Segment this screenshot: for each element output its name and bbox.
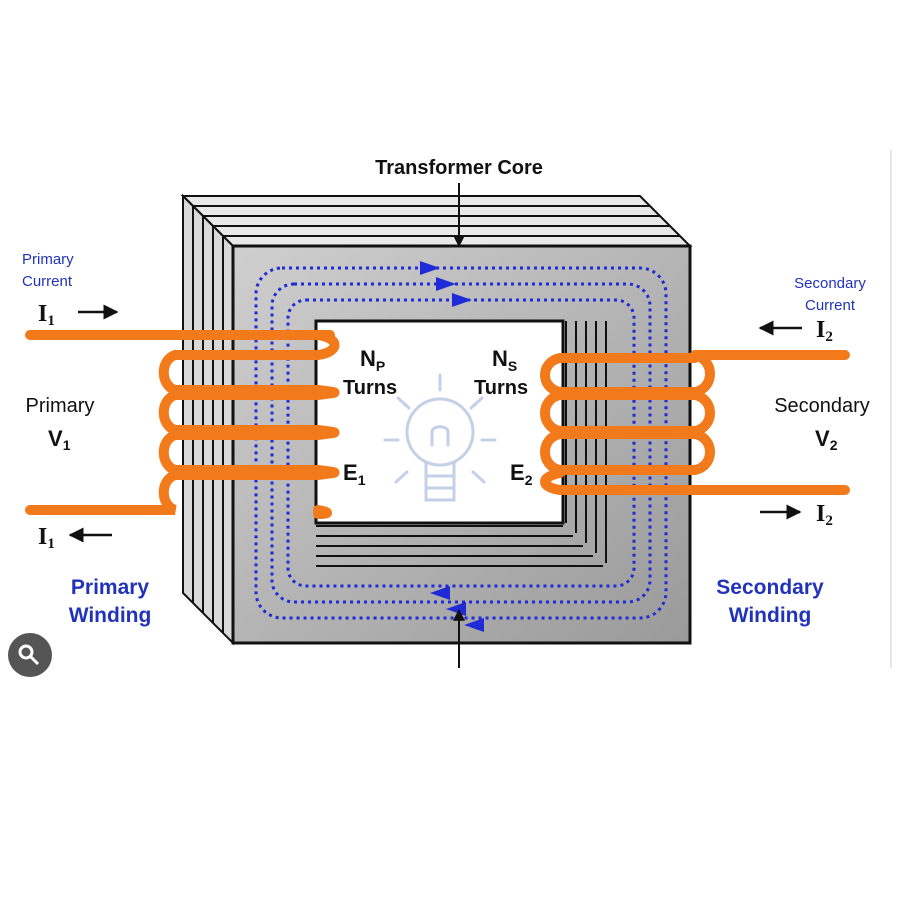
light-bulb-icon <box>383 373 497 502</box>
np-label: NP <box>360 346 385 374</box>
core-label: Transformer Core <box>375 157 543 179</box>
primary-winding-label-line2: Winding <box>69 604 152 627</box>
secondary-current-label-line1: Secondary <box>794 275 866 292</box>
secondary-label: Secondary <box>774 395 870 417</box>
v2-label: V2 <box>815 426 838 453</box>
i1-top-symbol: I1 <box>38 301 55 329</box>
e1-label: E1 <box>343 460 366 488</box>
np-turns-label: Turns <box>343 377 397 399</box>
primary-winding <box>25 330 340 519</box>
primary-current-label-line2: Current <box>22 273 73 290</box>
i1-bottom-symbol: I1 <box>38 524 55 552</box>
primary-label: Primary <box>26 395 95 417</box>
primary-current-label-line1: Primary <box>22 251 74 268</box>
secondary-winding-label-line1: Secondary <box>716 576 824 599</box>
ns-turns-label: Turns <box>474 377 528 399</box>
i2-top-symbol: I2 <box>816 317 833 345</box>
secondary-current-label-line2: Current <box>805 297 856 314</box>
e2-label: E2 <box>510 460 533 488</box>
v1-label: V1 <box>48 426 71 453</box>
image-search-icon[interactable] <box>8 633 52 677</box>
transformer-core <box>231 244 692 645</box>
current-arrows <box>68 304 802 543</box>
secondary-winding <box>540 350 850 495</box>
i2-bottom-symbol: I2 <box>816 501 833 529</box>
core-laminations <box>180 193 693 646</box>
primary-winding-label-line1: Primary <box>71 576 150 599</box>
secondary-winding-label-line2: Winding <box>729 604 812 627</box>
ns-label: NS <box>492 346 517 374</box>
